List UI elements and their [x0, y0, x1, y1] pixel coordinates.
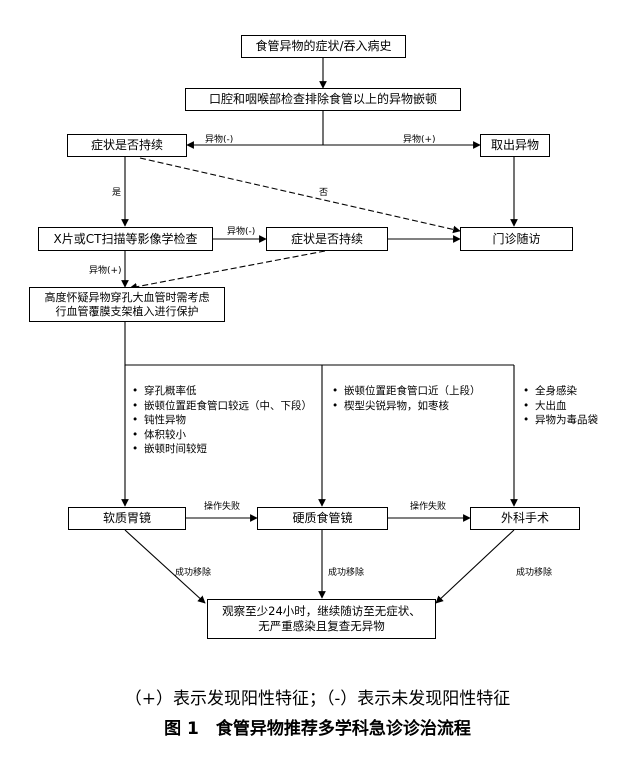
node-symptom-persist-2-label: 症状是否持续	[290, 231, 363, 246]
criteria-item: 嵌顿时间较短	[131, 442, 312, 457]
criteria-item: 异物为毒品袋	[522, 413, 598, 428]
criteria-item: 体积较小	[131, 428, 312, 443]
edge-symptom2-to-aortic	[129, 250, 326, 291]
edge-aortic-to-branch	[124, 322, 514, 366]
criteria-item: 嵌顿位置距食管口较远（中、下段）	[131, 399, 312, 414]
criteria-item: 嵌顿位置距食管口近（上段）	[331, 384, 481, 399]
node-aortic-stent: 高度怀疑异物穿孔大血管时需考虑 行血管覆膜支架植入进行保护	[29, 287, 225, 322]
edge-label-fail-2: 操作失败	[410, 502, 447, 512]
edge-label-success-1: 成功移除	[175, 568, 212, 578]
node-observe: 观察至少24小时，继续随访至无症状、 无严重感染且复查无异物	[207, 599, 436, 639]
criteria-item: 穿孔概率低	[131, 384, 312, 399]
node-imaging: X片或CT扫描等影像学检查	[38, 227, 213, 251]
edge-label-success-2: 成功移除	[328, 568, 365, 578]
node-surgery-label: 外科手术	[500, 511, 549, 525]
node-surgery: 外科手术	[470, 507, 580, 530]
node-clinic-followup-label: 门诊随访	[492, 231, 541, 246]
node-oral-exam-label: 口腔和咽喉部检查排除食管以上的异物嵌顿	[208, 92, 437, 106]
node-observe-line1: 观察至少24小时，继续随访至无症状、	[222, 604, 421, 618]
edge-label-neg-1: 异物(-)	[205, 135, 234, 145]
node-remove-fb-label: 取出异物	[490, 138, 539, 152]
edge-label-yes: 是	[112, 188, 122, 198]
node-aortic-stent-line2: 行血管覆膜支架植入进行保护	[55, 304, 199, 318]
edge-label-success-3: 成功移除	[516, 568, 553, 578]
node-oral-exam: 口腔和咽喉部检查排除食管以上的异物嵌顿	[185, 88, 461, 111]
node-soft-endoscopy-label: 软质胃镜	[102, 511, 151, 525]
node-history: 食管异物的症状/吞入病史	[241, 35, 406, 58]
edge-label-pos-1: 异物(+)	[403, 135, 436, 145]
node-symptom-persist-2: 症状是否持续	[266, 227, 388, 251]
criteria-soft-list: 穿孔概率低 嵌顿位置距食管口较远（中、下段） 钝性异物 体积较小 嵌顿时间较短	[131, 384, 312, 457]
criteria-item: 全身感染	[522, 384, 598, 399]
edge-label-neg-2: 异物(-)	[227, 227, 256, 237]
edge-surgery-to-observe	[435, 529, 515, 604]
legend-text: （+）表示发现阳性特征；（-）表示未发现阳性特征	[124, 689, 511, 709]
flowchart-connectors	[121, 58, 518, 604]
node-symptom-persist-1-label: 症状是否持续	[90, 138, 163, 152]
node-observe-line2: 无严重感染且复查无异物	[258, 619, 385, 633]
node-symptom-persist-1: 症状是否持续	[67, 134, 187, 157]
node-history-label: 食管异物的症状/吞入病史	[255, 39, 392, 53]
figure-title: 图 1 食管异物推荐多学科急诊诊治流程	[164, 719, 471, 739]
edge-symptom1-to-clinic	[139, 157, 461, 234]
node-imaging-label: X片或CT扫描等影像学检查	[53, 231, 198, 246]
edge-label-no: 否	[319, 188, 329, 198]
criteria-item: 钝性异物	[131, 413, 312, 428]
node-aortic-stent-line1: 高度怀疑异物穿孔大血管时需考虑	[44, 290, 210, 304]
edge-label-pos-2: 异物(+)	[89, 266, 122, 276]
node-rigid-esophagoscopy-label: 硬质食管镜	[292, 511, 353, 525]
edge-label-fail-1: 操作失败	[204, 502, 241, 512]
node-remove-fb: 取出异物	[480, 134, 550, 157]
criteria-surgery-list: 全身感染 大出血 异物为毒品袋	[522, 384, 598, 428]
edge-soft-to-observe	[124, 529, 206, 604]
criteria-item: 楔型尖锐异物，如枣核	[331, 399, 481, 414]
node-rigid-esophagoscopy: 硬质食管镜	[257, 507, 388, 530]
criteria-rigid-list: 嵌顿位置距食管口近（上段） 楔型尖锐异物，如枣核	[331, 384, 481, 413]
criteria-item: 大出血	[522, 399, 598, 414]
node-soft-endoscopy: 软质胃镜	[68, 507, 186, 530]
node-clinic-followup: 门诊随访	[460, 227, 573, 251]
